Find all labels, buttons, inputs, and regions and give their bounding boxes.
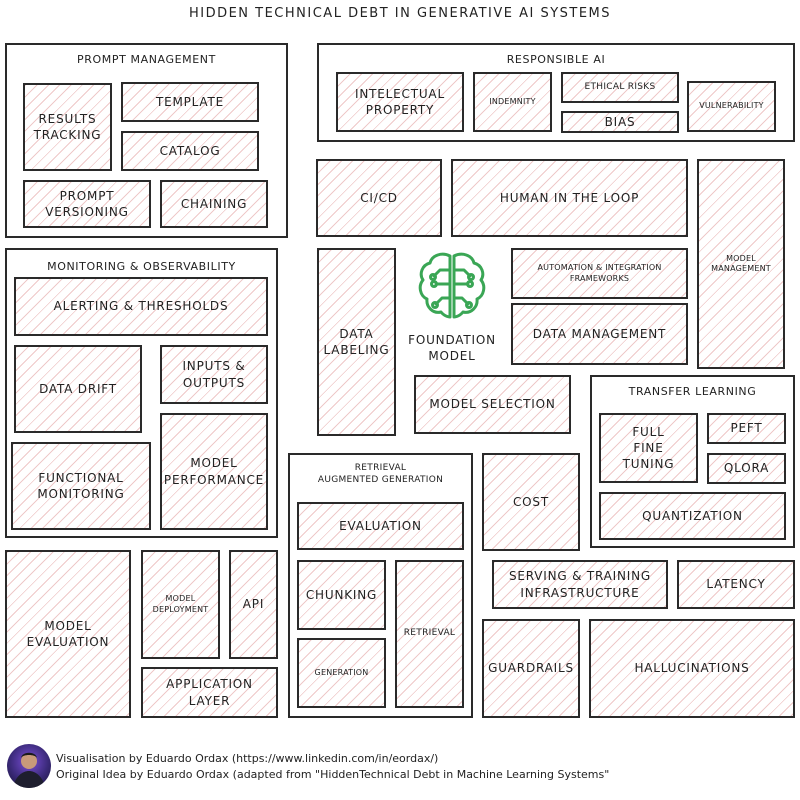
- full-fine-tuning-box: FULL FINE TUNING: [599, 413, 698, 483]
- intellectual-property-box: INTELECTUAL PROPERTY: [336, 72, 464, 132]
- ci-cd-box: CI/CD: [316, 159, 442, 237]
- data-labeling-box: DATA LABELING: [317, 248, 396, 436]
- responsible-ai-label: RESPONSIBLE AI: [506, 53, 606, 66]
- latency-box: LATENCY: [677, 560, 795, 609]
- rag-evaluation-box: EVALUATION: [297, 502, 464, 550]
- foundation-model-label: FOUNDATION MODEL: [408, 333, 496, 364]
- vulnerability-box: VULNERABILITY: [687, 81, 776, 132]
- alerting-box: ALERTING & THRESHOLDS: [14, 277, 268, 336]
- author-portrait-icon: [13, 752, 45, 788]
- human-in-the-loop-box: HUMAN IN THE LOOP: [451, 159, 688, 237]
- diagram-title: HIDDEN TECHNICAL DEBT IN GENERATIVE AI S…: [188, 6, 612, 21]
- serving-training-box: SERVING & TRAINING INFRASTRUCTURE: [492, 560, 668, 609]
- data-drift-box: DATA DRIFT: [14, 345, 142, 433]
- model-management-box: MODEL MANAGEMENT: [697, 159, 785, 369]
- bias-box: BIAS: [561, 111, 679, 133]
- author-avatar: [7, 744, 51, 788]
- template-box: TEMPLATE: [121, 82, 259, 122]
- automation-integration-box: AUTOMATION & INTEGRATION FRAMEWORKS: [511, 248, 688, 299]
- monitoring-label: MONITORING & OBSERVABILITY: [47, 260, 236, 273]
- application-layer-box: APPLICATION LAYER: [141, 667, 278, 718]
- generation-box: GENERATION: [297, 638, 386, 708]
- peft-box: PEFT: [707, 413, 786, 444]
- model-deployment-box: MODEL DEPLOYMENT: [141, 550, 220, 659]
- prompt-management-label: PROMPT MANAGEMENT: [77, 53, 216, 66]
- api-box: API: [229, 550, 278, 659]
- ethical-risks-box: ETHICAL RISKS: [561, 72, 679, 103]
- inputs-outputs-box: INPUTS & OUTPUTS: [160, 345, 268, 404]
- model-evaluation-box: MODEL EVALUATION: [5, 550, 131, 718]
- model-selection-box: MODEL SELECTION: [414, 375, 571, 434]
- prompt-versioning-box: PROMPT VERSIONING: [23, 180, 151, 228]
- rag-label: RETRIEVAL AUGMENTED GENERATION: [317, 463, 444, 485]
- transfer-learning-label: TRANSFER LEARNING: [628, 385, 757, 398]
- qlora-box: QLORA: [707, 453, 786, 484]
- hallucinations-box: HALLUCINATIONS: [589, 619, 795, 718]
- quantization-box: QUANTIZATION: [599, 492, 786, 540]
- retrieval-box: RETRIEVAL: [395, 560, 464, 708]
- dashed-divider: [513, 297, 686, 299]
- brain-circuit-icon: [418, 252, 486, 319]
- data-management-box: DATA MANAGEMENT: [511, 303, 688, 365]
- functional-monitoring-box: FUNCTIONAL MONITORING: [11, 442, 151, 530]
- indemnity-box: INDEMNITY: [473, 72, 552, 132]
- guardrails-box: GUARDRAILS: [482, 619, 580, 718]
- results-tracking-box: RESULTS TRACKING: [23, 83, 112, 171]
- model-performance-box: MODEL PERFORMANCE: [160, 413, 268, 530]
- cost-box: COST: [482, 453, 580, 551]
- chaining-box: CHAINING: [160, 180, 268, 228]
- chunking-box: CHUNKING: [297, 560, 386, 630]
- footer-credit-line-1: Visualisation by Eduardo Ordax (https://…: [56, 752, 439, 765]
- footer-credit-line-2: Original Idea by Eduardo Ordax (adapted …: [56, 768, 610, 781]
- catalog-box: CATALOG: [121, 131, 259, 171]
